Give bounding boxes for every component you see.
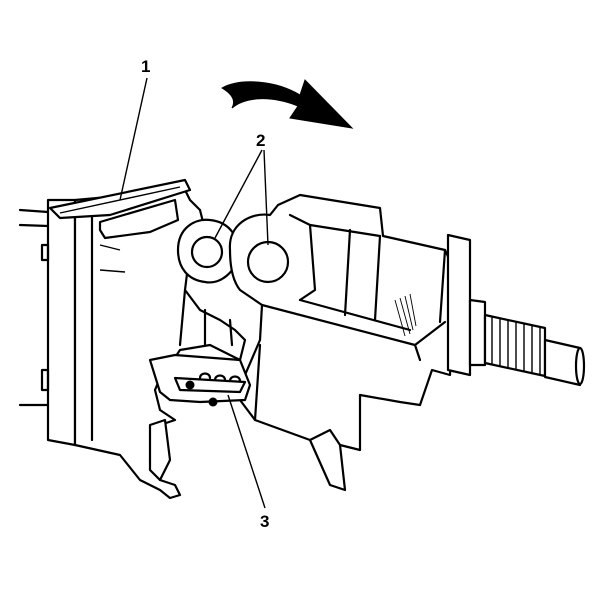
- callout-2: 2: [256, 131, 265, 150]
- callout-3: 3: [260, 512, 269, 531]
- tilt-head: [228, 193, 586, 492]
- leader-line-2b: [263, 149, 269, 246]
- pivot-bolt-left: [190, 235, 224, 269]
- callout-1: 1: [141, 57, 150, 76]
- leader-lines: [119, 77, 269, 509]
- pivot-bolts: [176, 218, 240, 284]
- leader-line-3: [227, 394, 266, 509]
- pivot-bolt-right: [246, 240, 290, 284]
- rotation-arrow-icon: [220, 79, 354, 129]
- leader-line-1: [119, 77, 148, 201]
- pawl-pin-left: [185, 380, 195, 390]
- column-housing: [18, 188, 247, 500]
- leader-line-2a: [214, 149, 263, 239]
- lock-pawl: [148, 353, 252, 407]
- pawl-pin-right: [208, 397, 218, 407]
